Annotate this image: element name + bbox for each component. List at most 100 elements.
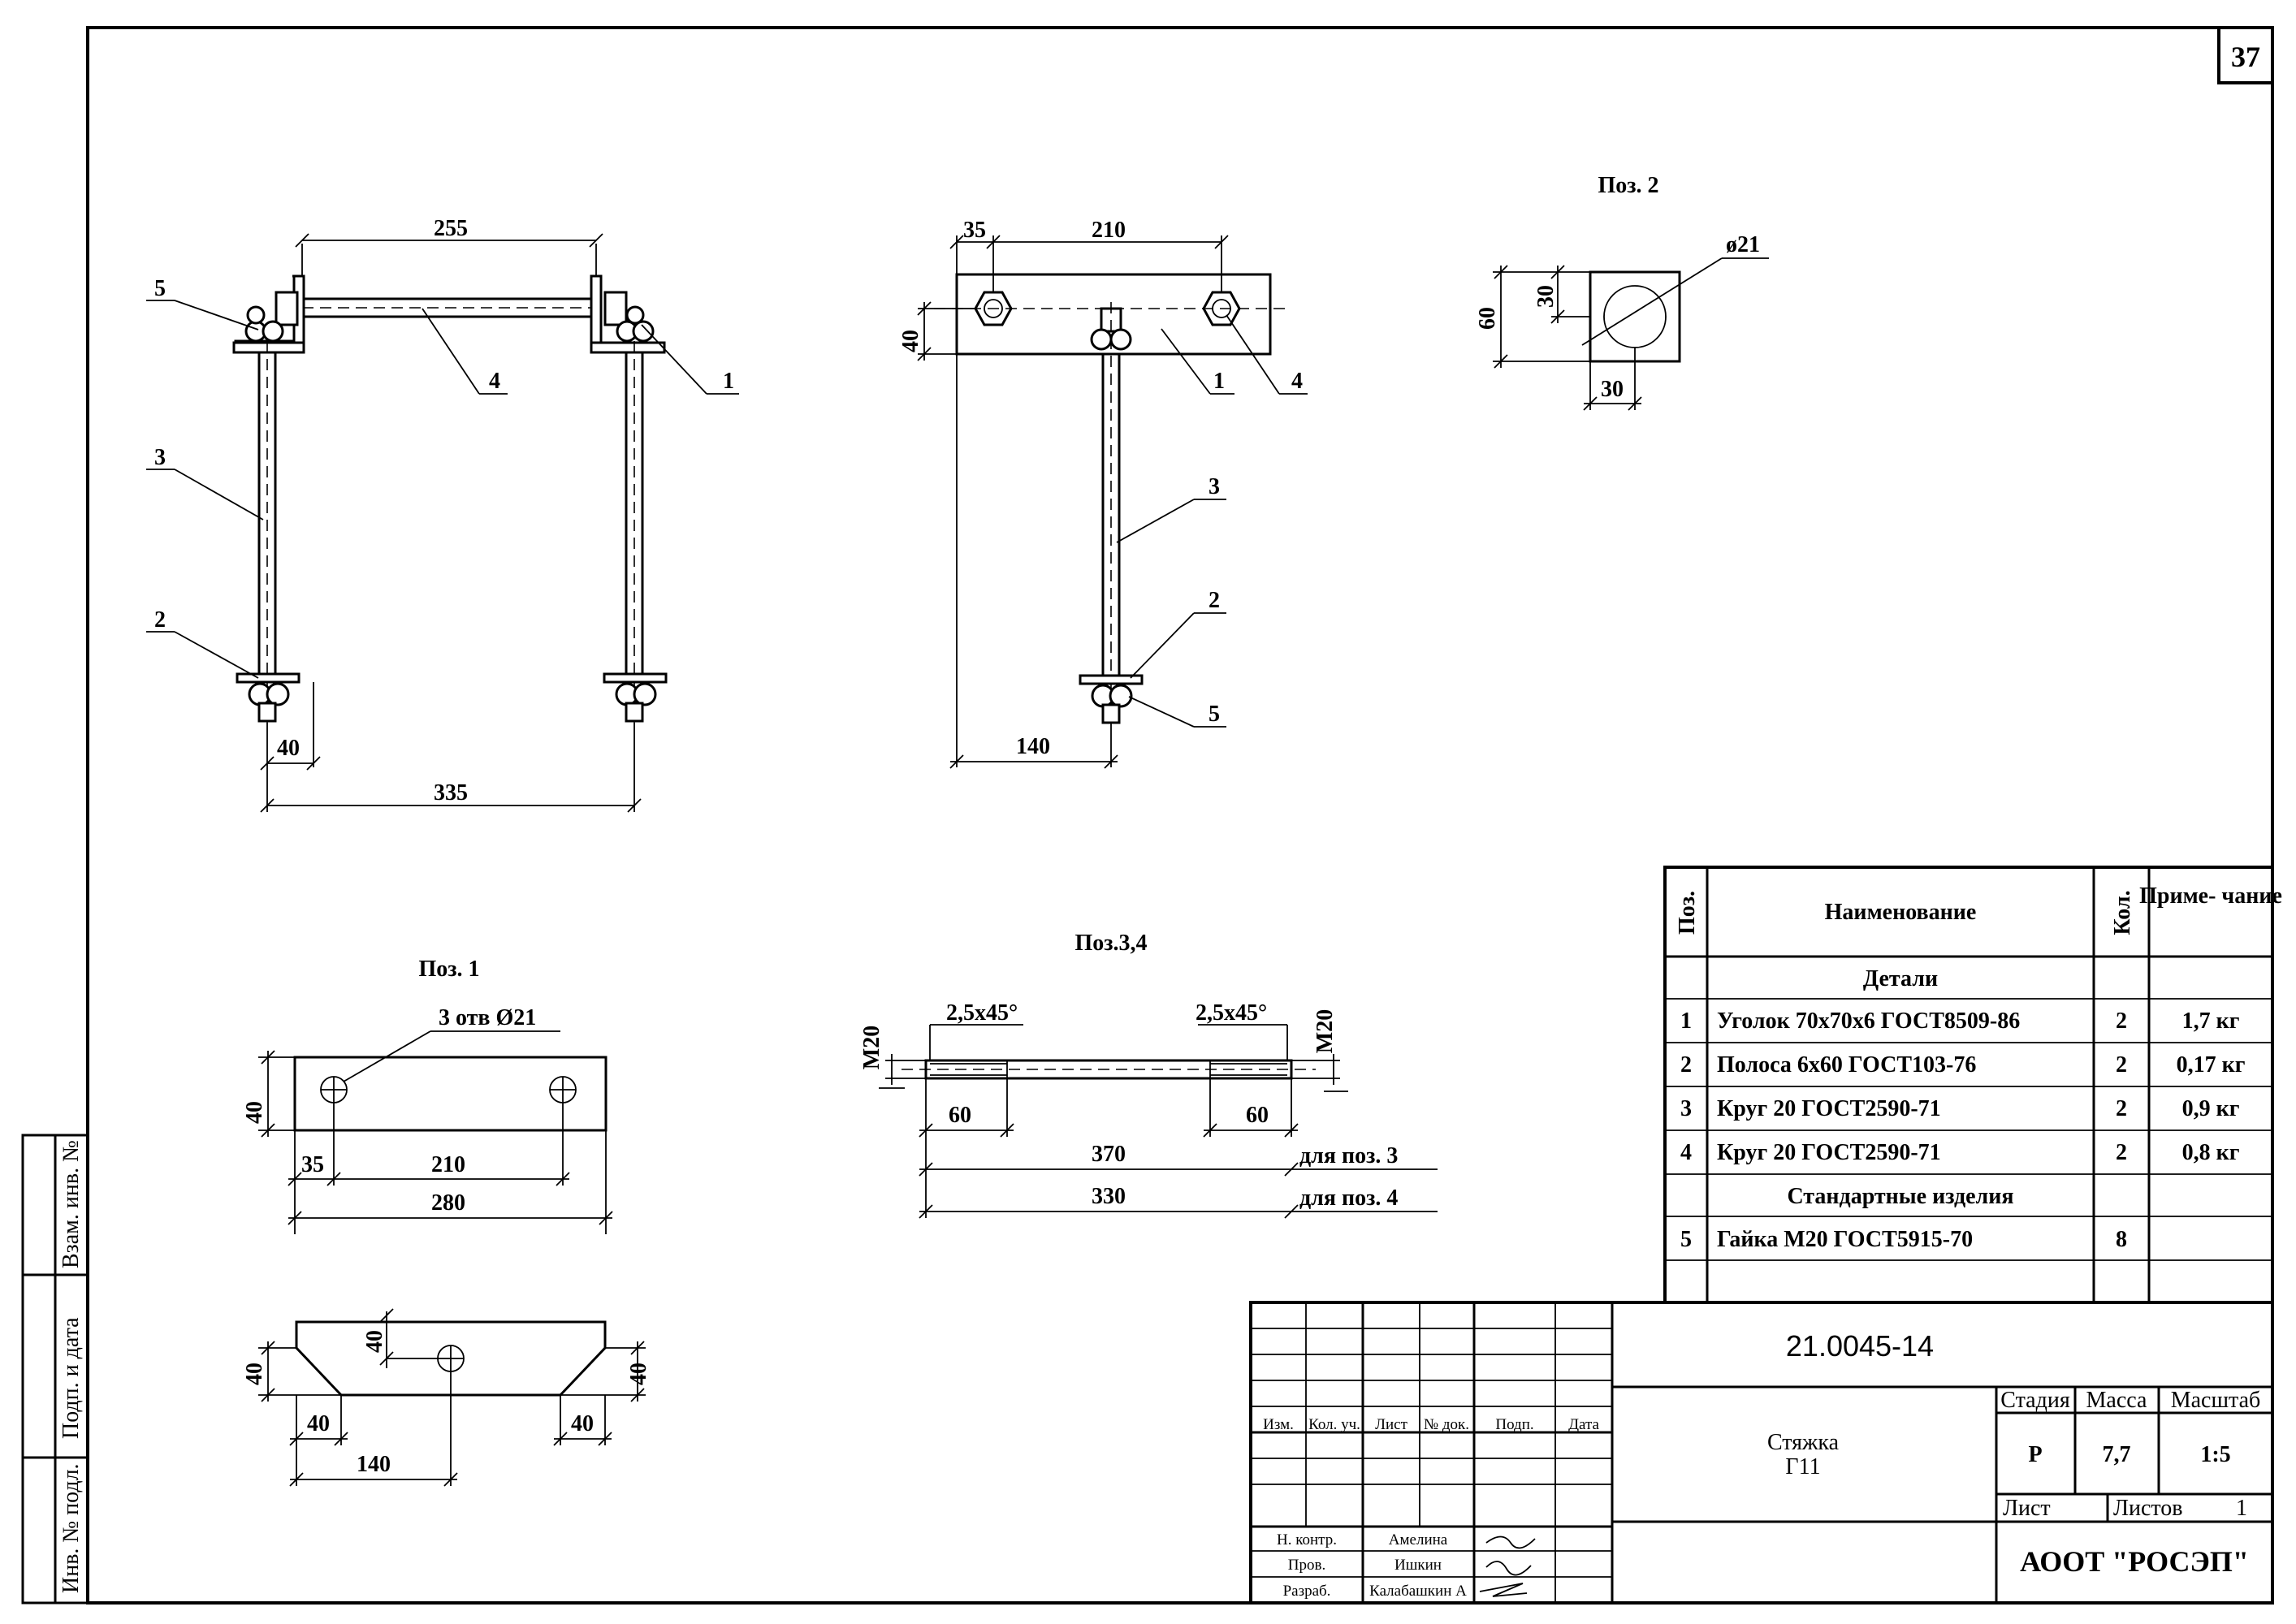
tb-col-date: Дата [1568,1416,1599,1433]
pos1-bent-dim-40-inner: 40 [362,1330,387,1353]
pos34-title: Поз.3,4 [1074,931,1147,956]
table-row: 4 Круг 20 ГОСТ2590-71 2 0,8 кг [1680,1140,2239,1165]
pos2-dim-30-h: 30 [1601,377,1624,402]
table-row: 5 Гайка М20 ГОСТ5915-70 8 [1680,1227,2127,1252]
tb-role-prov: Пров. [1288,1557,1325,1574]
spec-row-name: Полоса 6x60 ГОСТ103-76 [1717,1052,1976,1078]
pos1-holes-note: 3 отв Ø21 [439,1005,536,1030]
spec-table: Поз. Наименование Кол. Приме- чание Дета… [1663,866,2282,1304]
tb-name-line1: Стяжка [1767,1430,1840,1455]
spec-row-qty: 2 [2116,1009,2127,1034]
sheet-number-box [2217,26,2274,84]
pos1-dim-40: 40 [242,1101,267,1124]
pos1-view: Поз. 1 3 отв Ø21 40 35 210 280 [242,957,651,1487]
side-leader-5: 5 [1209,702,1220,727]
pos34-view: Поз.3,4 M20 M20 2,5x45° 2,5x45° 60 [859,931,1438,1219]
tb-col-list: Лист [1375,1416,1407,1433]
spec-row-pos: 3 [1680,1096,1692,1121]
tb-org: АООТ "РОСЭП" [2020,1545,2249,1578]
side-stamp: Взам. инв. № Подп. и дата Инв. № подл. [21,1134,89,1605]
spec-row-note: 0,17 кг [2177,1052,2246,1078]
tb-stage: Р [2028,1442,2042,1467]
pos1-bent-dim-140: 140 [357,1452,391,1477]
table-row: 1 Уголок 70x70x6 ГОСТ8509-86 2 1,7 кг [1680,1009,2239,1034]
spec-row-qty: 8 [2116,1227,2127,1252]
tb-col-doc: № док. [1424,1416,1469,1433]
front-leader-3: 3 [154,445,166,470]
pos34-thread-len-right: 60 [1246,1103,1269,1128]
spec-header-qty: Кол. [2110,890,2135,935]
table-row: 3 Круг 20 ГОСТ2590-71 2 0,9 кг [1680,1096,2239,1121]
pos1-bent-dim-40-left: 40 [242,1363,267,1385]
tb-name-nkontr: Амелина [1389,1531,1448,1548]
sheet-frame [86,26,2274,1605]
pos34-chamfer-right: 2,5x45° [1196,1000,1267,1026]
pos34-note-pos4: для поз. 4 [1299,1186,1398,1211]
front-dim-40: 40 [277,736,300,761]
spec-row-name: Круг 20 ГОСТ2590-71 [1717,1096,1941,1121]
pos34-chamfer-left: 2,5x45° [946,1000,1018,1026]
pos34-thread-left: M20 [859,1026,884,1069]
tb-name-prov: Ишкин [1394,1557,1442,1574]
spec-row-name: Уголок 70x70x6 ГОСТ8509-86 [1717,1009,2020,1034]
pos1-dim-280: 280 [431,1190,465,1216]
tb-stage-label: Стадия [2000,1388,2070,1413]
spec-section-details: Детали [1863,966,1938,991]
spec-row-pos: 1 [1680,1009,1692,1034]
tb-scale-label: Масштаб [2171,1388,2261,1413]
tb-mass: 7,7 [2103,1442,2131,1467]
tb-name-razrab: Калабашкин А [1369,1583,1467,1600]
front-leader-5: 5 [154,276,166,301]
front-dim-335: 335 [434,780,468,806]
spec-row-qty: 2 [2116,1052,2127,1078]
pos2-dim-30-v: 30 [1533,285,1559,308]
tb-mass-label: Масса [2086,1388,2148,1413]
side-leader-3: 3 [1209,474,1220,499]
tb-sheets-label: Листов [2113,1496,2183,1521]
side-dim-140: 140 [1016,734,1050,759]
side-view: 35 210 40 140 1 4 3 2 5 [898,218,1308,769]
tb-col-sign: Подп. [1495,1416,1533,1433]
side-leader-4: 4 [1291,369,1303,394]
pos1-bent-dim-40-br: 40 [571,1411,594,1436]
side-dim-210: 210 [1092,218,1126,243]
pos34-thread-len-left: 60 [949,1103,971,1128]
spec-header-name: Наименование [1825,900,1977,925]
pos2-title: Поз. 2 [1598,173,1658,198]
side-dim-40: 40 [898,330,923,352]
tb-scale: 1:5 [2200,1442,2230,1467]
pos1-title: Поз. 1 [418,957,479,982]
tb-col-izm: Изм. [1263,1416,1294,1433]
pos34-note-pos3: для поз. 3 [1299,1143,1398,1168]
side-leader-2: 2 [1209,588,1220,613]
signature-3 [1479,1583,1528,1597]
signature-2 [1485,1561,1532,1576]
side-stamp-inv-orig: Инв. № подл. [58,1463,84,1593]
tb-sheet-label: Лист [2003,1496,2051,1521]
side-stamp-inv-replace: Взам. инв. № [58,1140,84,1268]
front-leader-1: 1 [723,369,734,394]
spec-row-note: 0,8 кг [2182,1140,2240,1165]
spec-row-qty: 2 [2116,1096,2127,1121]
front-view: 255 40 335 5 4 1 3 2 [146,216,739,813]
spec-row-pos: 4 [1680,1140,1692,1165]
title-block: Изм. Кол. уч. Лист № док. Подп. Дата Н. … [1249,1301,2274,1605]
spec-header-note: Приме- чание [2139,883,2282,909]
sheet-number: 37 [2231,41,2260,73]
spec-row-name: Гайка М20 ГОСТ5915-70 [1717,1227,1973,1252]
tb-role-nkontr: Н. контр. [1277,1531,1337,1548]
spec-row-name: Круг 20 ГОСТ2590-71 [1717,1140,1941,1165]
pos1-dim-35: 35 [301,1152,324,1177]
signature-1 [1485,1535,1536,1549]
tb-doc-number: 21.0045-14 [1786,1329,1934,1363]
pos2-dim-60: 60 [1475,307,1500,330]
spec-header-pos: Поз. [1675,891,1700,935]
pos2-view: Поз. 2 ø21 60 30 30 [1475,173,1769,411]
pos1-bent-dim-40-bl: 40 [307,1411,330,1436]
side-leader-1: 1 [1213,369,1225,394]
pos2-diameter: ø21 [1726,232,1760,257]
front-dim-255: 255 [434,216,468,241]
spec-row-pos: 2 [1680,1052,1692,1078]
front-leader-4: 4 [489,369,500,394]
